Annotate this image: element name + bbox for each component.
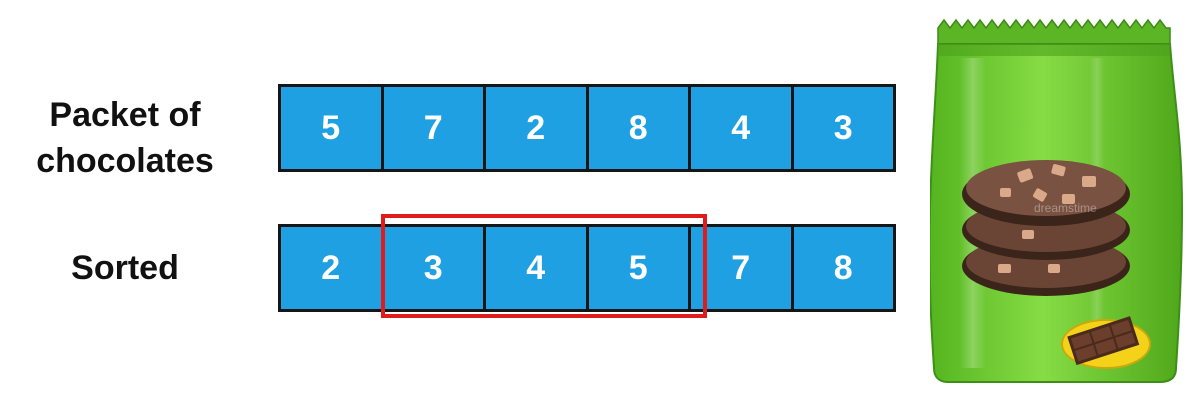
sorted-cell: 7 [691,227,794,309]
sorted-cell: 5 [588,227,691,309]
packet-array: 5 7 2 8 4 3 [278,84,896,172]
packet-cell: 3 [793,87,893,169]
svg-text:dreamstime: dreamstime [1034,201,1097,215]
sorted-label: Sorted [71,249,179,287]
packet-label: Packet of chocolates [10,92,240,184]
packet-cell: 7 [383,87,486,169]
highlight-box [381,214,707,318]
packet-cell: 8 [588,87,691,169]
sorted-cell: 8 [793,227,893,309]
sorted-array: 2 3 4 5 7 8 [278,224,896,312]
packet-cell: 4 [691,87,794,169]
sorted-cell: 4 [486,227,589,309]
packet-cell: 2 [486,87,589,169]
sorted-cell: 3 [383,227,486,309]
packet-cell: 5 [281,87,384,169]
sorted-cell: 2 [281,227,384,309]
chocolate-cookie-packet-icon: dreamstime [930,18,1184,383]
packet-label-line-2: chocolates [36,142,214,180]
packet-label-line-1: Packet of [49,96,201,134]
